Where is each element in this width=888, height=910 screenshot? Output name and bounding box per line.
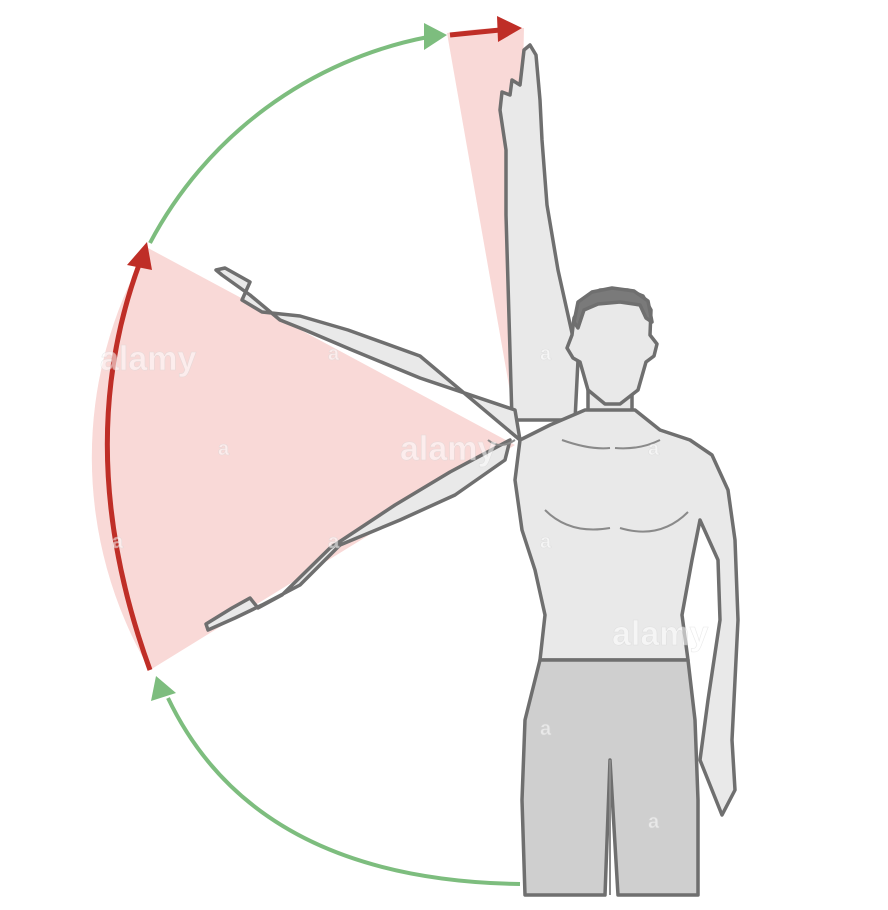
upper-red-arc	[449, 27, 501, 38]
lower-red-arrowhead	[127, 242, 152, 270]
figure-details	[487, 439, 689, 895]
lowered-arm	[204, 438, 512, 632]
hair	[572, 286, 654, 330]
watermark-mark: a	[540, 718, 552, 740]
human-figure	[204, 43, 740, 897]
watermark-mark: a	[328, 531, 340, 553]
upper-green-arc	[148, 35, 429, 244]
lower-red-arc	[104, 261, 153, 671]
watermark-logo: alamy	[400, 430, 496, 468]
watermark-mark: a	[540, 343, 552, 365]
watermark-mark: a	[218, 438, 230, 460]
pants	[520, 658, 700, 897]
upper-green-arrowhead	[424, 23, 447, 50]
lower-range-sector	[91, 248, 516, 670]
watermark-mark: a	[648, 438, 660, 460]
lower-green-arrowhead	[151, 676, 176, 701]
watermark-logo: alamy	[100, 340, 196, 378]
watermark: alamy alamy alamy a a a a a a a a a	[100, 340, 709, 834]
watermark-mark: a	[112, 531, 124, 553]
lower-green-arc	[166, 697, 521, 886]
abducted-arm	[214, 266, 522, 442]
upper-red-arrowhead	[497, 16, 522, 42]
watermark-logo: alamy	[612, 615, 708, 653]
watermark-mark: a	[540, 531, 552, 553]
watermark-mark: a	[648, 811, 660, 833]
watermark-mark: a	[328, 343, 340, 365]
torso	[513, 408, 740, 817]
raised-arm	[498, 43, 580, 422]
